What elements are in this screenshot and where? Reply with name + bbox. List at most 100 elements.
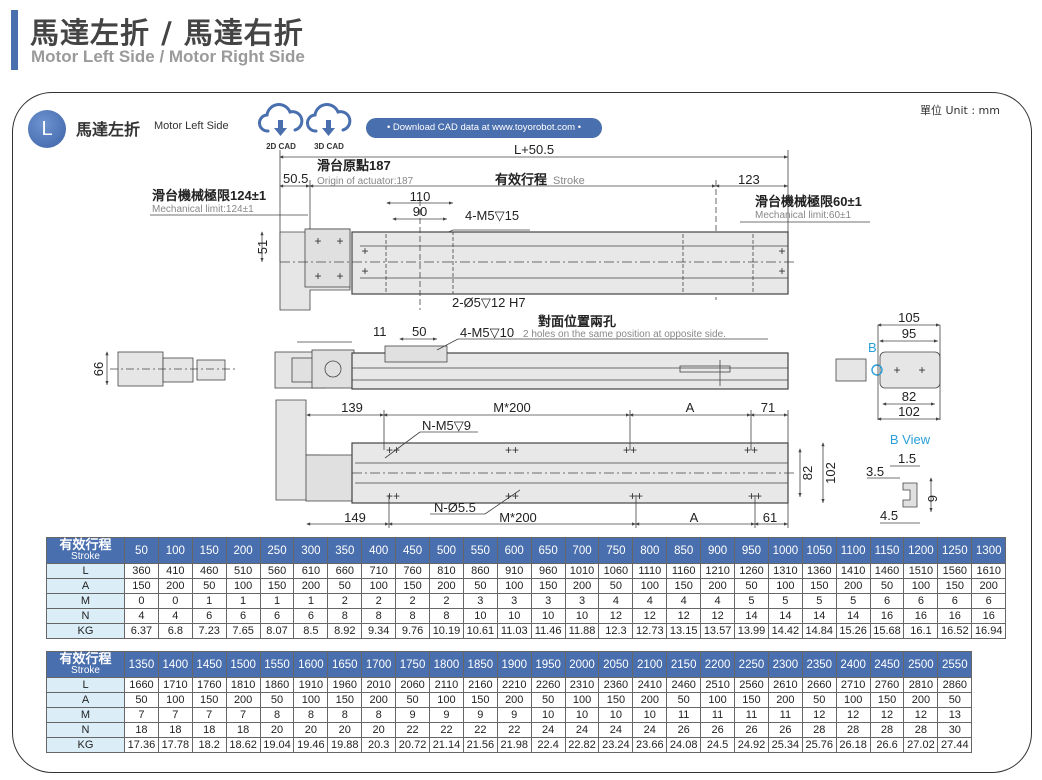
table-cell: 50	[937, 692, 973, 708]
table-cell: 4	[666, 593, 702, 609]
bolt-icon: ++	[748, 489, 762, 503]
bolt-icon: ++	[386, 443, 400, 457]
table-cell: 16	[903, 608, 939, 624]
row-label: A	[46, 692, 125, 708]
table-cell: 1910	[293, 677, 329, 693]
table-cell: 6	[293, 608, 329, 624]
stroke-value: 2150	[666, 651, 702, 678]
row-label: KG	[46, 623, 125, 639]
table-cell: 100	[564, 692, 600, 708]
cad-2d-button[interactable]: 2D CAD	[258, 103, 304, 151]
label-total-length: L+50.5	[514, 142, 554, 157]
label-82-bot: 82	[800, 466, 815, 480]
table-cell: 24.5	[700, 737, 736, 753]
table-cell: 13.15	[666, 623, 702, 639]
table-cell: 16.1	[903, 623, 939, 639]
label-149: 149	[344, 510, 366, 525]
table-cell: 11.46	[530, 623, 566, 639]
stroke-value: 1050	[801, 537, 837, 564]
b-view-profile	[902, 482, 918, 508]
table-cell: 410	[157, 563, 193, 579]
bolt-marks: ++ ++ ++ ++ ++++ ++++ ++++ ++++ ++	[314, 234, 925, 503]
stroke-value: 1000	[767, 537, 803, 564]
table-cell: 510	[225, 563, 261, 579]
table-cell: 50	[734, 578, 769, 594]
table-cell: 1810	[225, 677, 261, 693]
bolt-icon: +	[918, 363, 925, 377]
stroke-header-zh: 有效行程	[59, 537, 112, 553]
leader-line	[484, 489, 521, 515]
table-cell: 19.04	[259, 737, 295, 753]
label-mech-limit-right-zh: 滑台機械極限60±1	[755, 194, 862, 209]
table-cell: 100	[632, 578, 668, 594]
download-cad-link[interactable]: • Download CAD data at www.toyorobot.com…	[366, 118, 602, 138]
stroke-value: 700	[564, 537, 600, 564]
table-cell: 15.26	[835, 623, 871, 639]
table-cell: 28	[903, 722, 939, 738]
stroke-value: 1200	[903, 537, 939, 564]
table-cell: 3	[564, 593, 600, 609]
label-102-bot: 102	[823, 462, 838, 484]
table-cell: 0	[124, 593, 159, 609]
stroke-value: 1550	[259, 651, 295, 678]
table-cell: 860	[462, 563, 498, 579]
stroke-value: 150	[191, 537, 227, 564]
table-cell: 0	[157, 593, 193, 609]
table-cell: 14	[767, 608, 803, 624]
table-cell: 200	[225, 692, 261, 708]
table-cell: 6.8	[157, 623, 193, 639]
table-cell: 2	[429, 593, 464, 609]
label-11: 11	[373, 324, 387, 339]
row-label: KG	[46, 737, 125, 753]
bolt-icon: +	[778, 264, 785, 278]
table-cell: 12	[700, 608, 736, 624]
table-cell: 4	[700, 593, 736, 609]
table-cell: 2060	[395, 677, 431, 693]
table-cell: 8	[361, 707, 397, 723]
label-mech-limit-left-en: Mechanical limit:124±1	[152, 204, 254, 215]
stroke-value: 1800	[429, 651, 464, 678]
table-cell: 10	[530, 608, 566, 624]
table-cell: 21.14	[429, 737, 464, 753]
table-cell: 7	[157, 707, 193, 723]
section-subtitle: Motor Left Side	[154, 120, 229, 132]
table-cell: 10.19	[429, 623, 464, 639]
label-50: 50	[412, 324, 426, 339]
table-cell: 6	[971, 593, 1007, 609]
stroke-value: 800	[632, 537, 668, 564]
table-cell: 10	[530, 707, 566, 723]
table-cell: 910	[496, 563, 532, 579]
stroke-value: 1100	[835, 537, 871, 564]
table-cell: 50	[395, 692, 431, 708]
table-cell: 24	[530, 722, 566, 738]
cad-3d-label: 3D CAD	[314, 142, 344, 151]
cad-3d-button[interactable]: 3D CAD	[306, 103, 352, 151]
table-cell: 14.84	[801, 623, 837, 639]
stroke-value: 1600	[293, 651, 329, 678]
table-cell: 8	[361, 608, 397, 624]
row-label: N	[46, 722, 125, 738]
table-cell: 1610	[971, 563, 1007, 579]
table-cell: 3	[496, 593, 532, 609]
bolt-icon: +	[314, 269, 321, 283]
label-6: 6	[925, 495, 940, 502]
table-cell: 5	[734, 593, 769, 609]
table-cell: 18	[191, 722, 227, 738]
table-cell: 660	[327, 563, 363, 579]
end-body	[879, 351, 941, 389]
table-cell: 1760	[191, 677, 227, 693]
label-origin-zh: 滑台原點187	[317, 158, 391, 173]
table-cell: 50	[462, 578, 498, 594]
table-cell: 30	[937, 722, 973, 738]
bolt-icon: ++	[386, 489, 400, 503]
table-cell: 100	[700, 692, 736, 708]
stroke-value: 2100	[632, 651, 668, 678]
table-cell: 50	[801, 692, 837, 708]
table-cell: 460	[191, 563, 227, 579]
end-motor	[835, 358, 867, 382]
